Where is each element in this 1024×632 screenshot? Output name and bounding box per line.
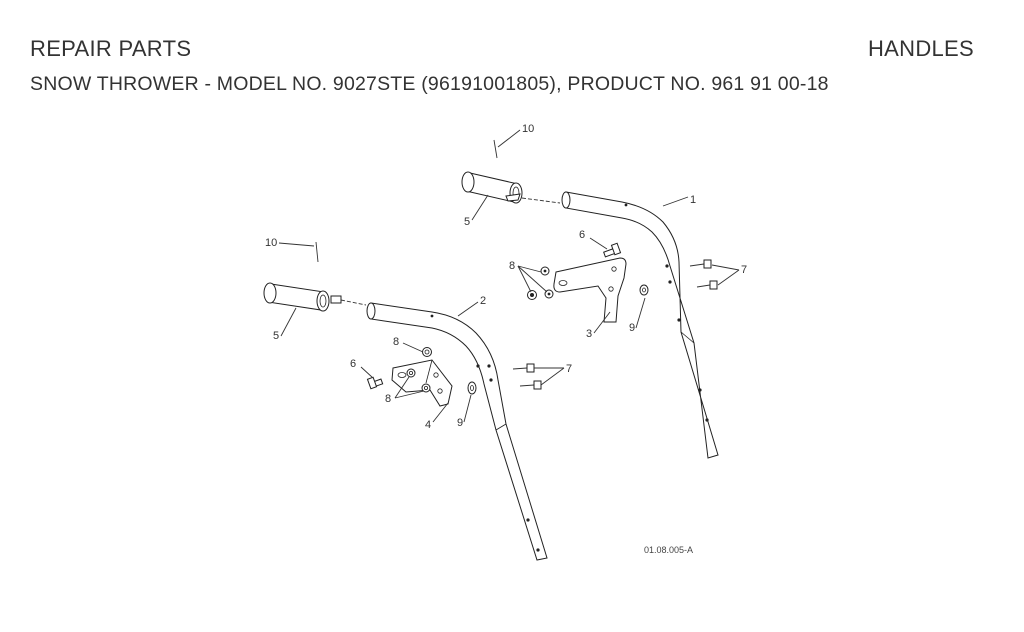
callout-3: 3 bbox=[586, 328, 592, 340]
bolt-lower-2 bbox=[519, 380, 542, 390]
pin-lower bbox=[315, 241, 319, 263]
upper-handle-assembly bbox=[461, 129, 740, 459]
nut-lower-1 bbox=[422, 347, 432, 357]
screw-upper bbox=[603, 242, 622, 258]
handle-tube-lower bbox=[370, 302, 548, 561]
callout-10-lower: 10 bbox=[265, 237, 277, 249]
bolt-upper-2 bbox=[696, 280, 718, 290]
callout-1: 1 bbox=[690, 194, 696, 206]
washer-upper bbox=[639, 284, 649, 296]
pin-upper bbox=[493, 139, 498, 159]
screw-lower bbox=[366, 376, 384, 390]
callout-5-upper: 5 bbox=[464, 216, 470, 228]
callout-8-lower: 8 bbox=[385, 393, 391, 405]
callout-4: 4 bbox=[425, 419, 431, 431]
handle-tube-lower-end bbox=[366, 302, 376, 320]
callout-10-upper: 10 bbox=[522, 123, 534, 135]
lower-handle-assembly bbox=[263, 241, 565, 561]
bracket-upper bbox=[553, 257, 627, 323]
callout-8-lower-top: 8 bbox=[393, 336, 399, 348]
nut-lower-2 bbox=[406, 368, 416, 378]
callout-7-upper: 7 bbox=[741, 264, 747, 276]
callout-2: 2 bbox=[480, 295, 486, 307]
drawing-reference-code: 01.08.005-A bbox=[644, 545, 693, 555]
callout-6-lower: 6 bbox=[350, 358, 356, 370]
handle-tube-upper bbox=[565, 191, 719, 459]
nut-lower-3 bbox=[421, 383, 431, 393]
page-title: REPAIR PARTS bbox=[30, 36, 192, 61]
bracket-lower bbox=[391, 359, 453, 407]
callout-9-upper: 9 bbox=[629, 322, 635, 334]
bolt-upper-1 bbox=[689, 259, 712, 269]
callout-5-lower: 5 bbox=[273, 330, 279, 342]
callout-9-lower: 9 bbox=[457, 417, 463, 429]
handle-grip-lower bbox=[263, 282, 342, 312]
handle-tube-upper-end bbox=[561, 191, 571, 209]
washer-lower bbox=[467, 381, 477, 395]
model-subtitle: SNOW THROWER - MODEL NO. 9027STE (961910… bbox=[30, 73, 829, 95]
callout-7-lower: 7 bbox=[566, 363, 572, 375]
callout-8-upper: 8 bbox=[509, 260, 515, 272]
handle-grip-upper bbox=[461, 171, 523, 204]
callout-6-upper: 6 bbox=[579, 229, 585, 241]
section-title: HANDLES bbox=[867, 36, 974, 61]
bolt-lower-1 bbox=[512, 363, 535, 373]
